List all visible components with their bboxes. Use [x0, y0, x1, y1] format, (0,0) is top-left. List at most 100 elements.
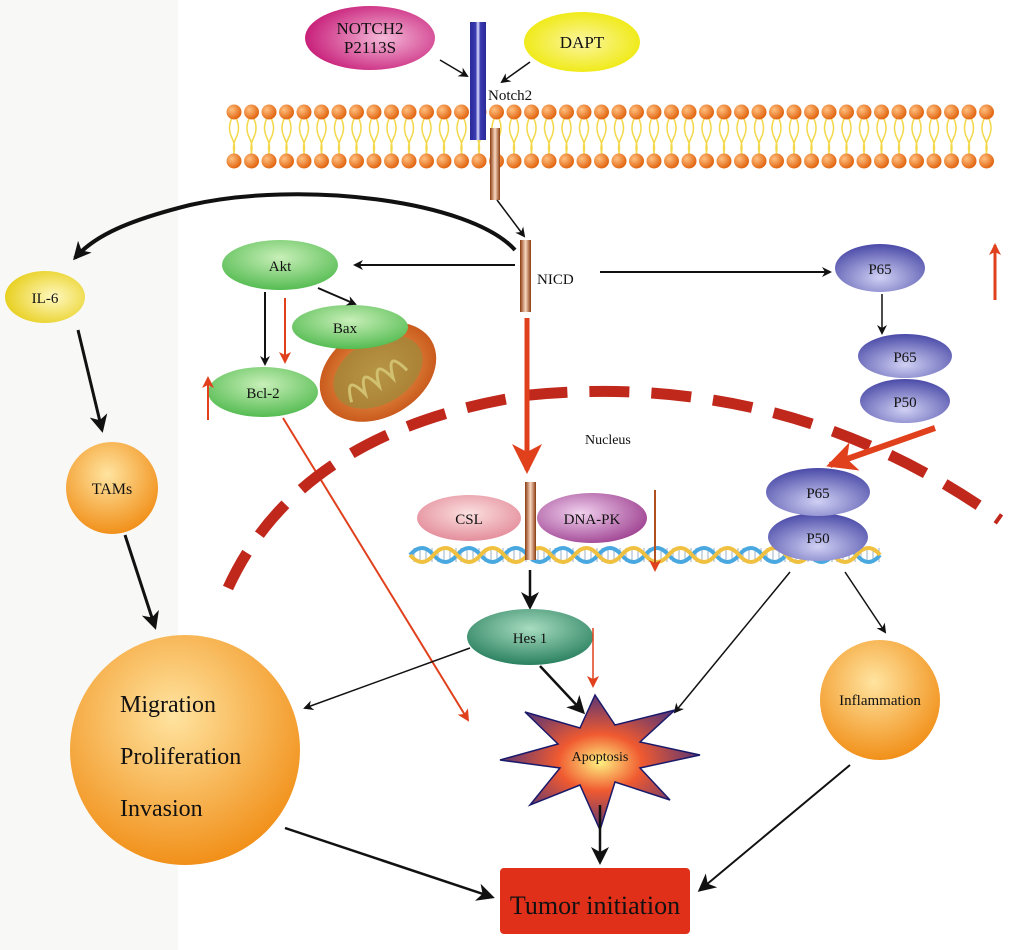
lipid-head — [226, 104, 242, 120]
lipid-head — [261, 153, 277, 169]
lipid-head — [296, 104, 312, 120]
lipid-head — [646, 104, 662, 120]
lipid-head — [891, 153, 907, 169]
lipid-head — [979, 104, 994, 120]
lipid-head — [734, 153, 749, 169]
lipid-head — [349, 153, 364, 169]
akt-node: Akt — [222, 240, 338, 290]
nicd-fragment — [520, 240, 531, 312]
lipid-head — [786, 104, 802, 120]
lipid-head — [699, 153, 714, 169]
csl-node: CSL — [417, 495, 521, 541]
arrow-hes1-to-apoptosis — [539, 665, 586, 715]
csl-label: CSL — [455, 512, 483, 528]
arrow-dimer-into-nucleus — [826, 425, 936, 471]
p65-label: P65 — [868, 262, 891, 278]
lipid-head — [769, 104, 784, 120]
lipid-head — [926, 104, 942, 120]
lipid-head — [384, 104, 399, 120]
bcl2-label: Bcl-2 — [246, 386, 279, 402]
lipid-head — [541, 153, 557, 169]
dnapk-node: DNA-PK — [537, 493, 647, 543]
lipid-head — [296, 153, 312, 169]
migration-label: Migration — [120, 692, 216, 718]
tumor-initiation-label: Tumor initiation — [510, 891, 680, 920]
arrow-dapt-to-notch2 — [500, 61, 531, 84]
lipid-head — [384, 153, 399, 169]
invasion-label: Invasion — [120, 796, 203, 822]
lipid-head — [751, 104, 767, 120]
lipid-head — [734, 104, 749, 120]
outcomes-node: Migration Proliferation Invasion — [70, 635, 300, 865]
lipid-head — [401, 153, 417, 169]
lipid-head — [576, 104, 592, 120]
dnapk-label: DNA-PK — [564, 512, 621, 528]
notch2-mutant-node: NOTCH2 P2113S — [305, 6, 435, 70]
lipid-head — [436, 104, 452, 120]
p65-cytoplasm-node: P65 — [835, 244, 925, 292]
akt-label: Akt — [269, 259, 292, 275]
lipid-head — [856, 104, 872, 120]
arrow-bcl2-to-apoptosis — [282, 417, 470, 722]
nuclear-envelope — [222, 385, 1004, 591]
lipid-head — [594, 153, 609, 169]
arrow-cleavage-to-nicd — [496, 199, 526, 238]
arrow-hes1-to-outcomes — [303, 647, 471, 710]
lipid-head — [839, 153, 854, 169]
lipid-head — [349, 104, 364, 120]
lipid-head — [489, 104, 504, 120]
p50-dimer-label: P50 — [893, 395, 916, 411]
lipid-head — [244, 104, 259, 120]
lipid-head — [874, 104, 889, 120]
lipid-head — [699, 104, 714, 120]
lipid-head — [611, 104, 627, 120]
lipid-head — [786, 153, 802, 169]
tams-node: TAMs — [66, 442, 158, 534]
lipid-head — [524, 153, 539, 169]
dapt-node: DAPT — [524, 12, 640, 72]
lipid-head — [366, 104, 382, 120]
il6-node: IL-6 — [5, 271, 85, 323]
lipid-head — [751, 153, 767, 169]
lipid-head — [419, 153, 434, 169]
lipid-head — [716, 104, 732, 120]
lipid-head — [594, 104, 609, 120]
lipid-head — [436, 153, 452, 169]
lipid-head — [664, 104, 679, 120]
lipid-head — [874, 153, 889, 169]
lipid-tails — [228, 117, 992, 159]
arrow-inflammation-to-tumor — [697, 764, 851, 892]
inflammation-node: Inflammation — [820, 640, 940, 760]
lipid-head — [331, 104, 347, 120]
bax-node: Bax — [292, 305, 408, 349]
lipid-head — [576, 153, 592, 169]
proliferation-label: Proliferation — [120, 744, 241, 770]
hes1-node: Hes 1 — [467, 609, 593, 665]
lipid-head — [506, 153, 522, 169]
lipid-head — [629, 153, 644, 169]
lipid-head — [716, 153, 732, 169]
arrow-il6-to-tams — [76, 329, 108, 433]
lipid-head — [226, 153, 242, 169]
p65-p50-dimer-nucleus: P65 P50 — [766, 468, 870, 561]
cell-membrane — [226, 104, 994, 169]
hes1-label: Hes 1 — [513, 631, 548, 647]
lipid-head — [244, 153, 259, 169]
lipid-head — [926, 153, 942, 169]
lipid-head — [261, 104, 277, 120]
arrow-mutant-to-notch2 — [439, 59, 469, 78]
bax-label: Bax — [333, 321, 358, 337]
arrow-tams-to-outcomes — [123, 534, 159, 630]
arrow-nicd-to-il6 — [73, 192, 517, 261]
dna-helix-strand — [408, 546, 882, 564]
lipid-head — [454, 104, 469, 120]
lipid-head — [611, 153, 627, 169]
lipid-head — [821, 153, 837, 169]
lipid-head — [419, 104, 434, 120]
lipid-head — [909, 153, 924, 169]
lipid-head — [559, 104, 574, 120]
nucleus-label: Nucleus — [585, 433, 631, 448]
arrow-nfkb-to-apoptosis — [673, 571, 791, 714]
lipid-head — [979, 153, 994, 169]
